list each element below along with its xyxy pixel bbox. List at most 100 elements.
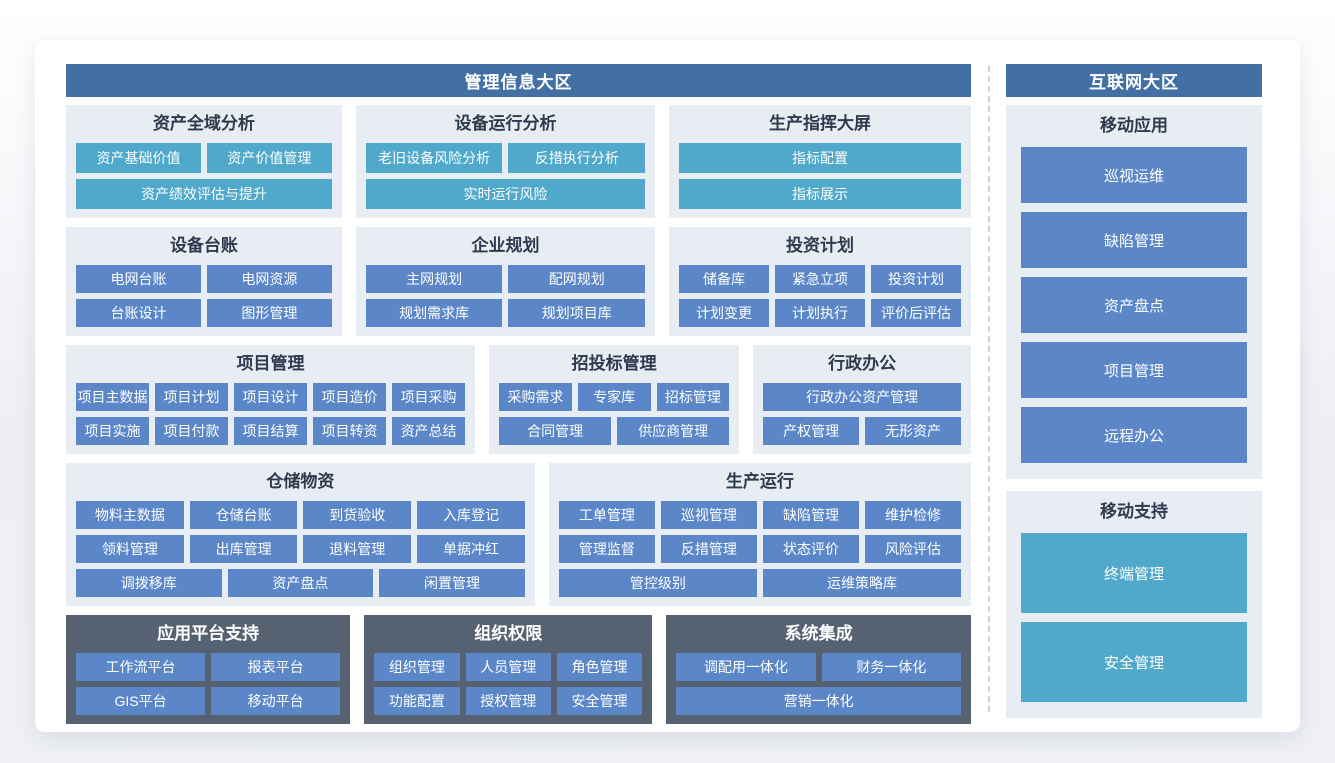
module-button[interactable]: 角色管理 — [556, 653, 643, 681]
module-button[interactable]: 管理监督 — [558, 535, 655, 563]
module-button[interactable]: 调拨移库 — [76, 569, 222, 597]
module-section: 生产运行工单管理巡视管理缺陷管理维护检修管理监督反措管理状态评价风险评估管控级别… — [548, 463, 971, 606]
module-section: 仓储物资物料主数据仓储台账到货验收入库登记领料管理出库管理退料管理单据冲红调拨移… — [66, 463, 535, 606]
module-button[interactable]: 巡视运维 — [1021, 147, 1247, 203]
module-button[interactable]: 投资计划 — [871, 265, 961, 293]
section-title: 移动支持 — [1100, 502, 1168, 521]
module-row: 仓储物资物料主数据仓储台账到货验收入库登记领料管理出库管理退料管理单据冲红调拨移… — [66, 463, 971, 606]
module-button[interactable]: 电网台账 — [76, 265, 201, 293]
module-button[interactable]: 合同管理 — [499, 417, 612, 445]
module-button[interactable]: 物料主数据 — [76, 501, 184, 529]
module-button[interactable]: 实时运行风险 — [365, 179, 646, 209]
module-button[interactable]: 运维策略库 — [762, 569, 961, 597]
module-button[interactable]: 远程办公 — [1021, 407, 1247, 463]
module-button[interactable]: 组织管理 — [374, 653, 460, 681]
module-button[interactable]: 项目采购 — [392, 383, 466, 411]
module-button[interactable]: 图形管理 — [206, 299, 332, 327]
module-button[interactable]: 终端管理 — [1021, 533, 1247, 613]
module-button[interactable]: 财务一体化 — [821, 653, 962, 681]
module-button[interactable]: 评价后评估 — [871, 299, 961, 327]
module-button[interactable]: 规划项目库 — [508, 299, 646, 327]
module-button[interactable]: 台账设计 — [76, 299, 201, 327]
module-button[interactable]: 领料管理 — [76, 535, 184, 563]
module-button[interactable]: 专家库 — [577, 383, 651, 411]
module-button[interactable]: 单据冲红 — [417, 535, 525, 563]
module-button[interactable]: 资产盘点 — [227, 569, 374, 597]
architecture-card: 管理信息大区 资产全域分析资产基础价值资产价值管理资产绩效评估与提升设备运行分析… — [35, 40, 1300, 732]
module-button[interactable]: 产权管理 — [763, 417, 860, 445]
module-button[interactable]: 管控级别 — [558, 569, 757, 597]
module-button[interactable]: 入库登记 — [417, 501, 525, 529]
module-button[interactable]: 风险评估 — [864, 535, 962, 563]
module-button[interactable]: 安全管理 — [556, 687, 643, 715]
module-button[interactable]: GIS平台 — [76, 687, 206, 715]
module-button[interactable]: 反措执行分析 — [508, 143, 646, 173]
module-button[interactable]: 状态评价 — [762, 535, 859, 563]
button-row: 指标配置 — [679, 143, 961, 173]
module-button[interactable]: 人员管理 — [465, 653, 551, 681]
module-button[interactable]: 计划执行 — [775, 299, 866, 327]
module-button[interactable]: 指标展示 — [679, 179, 961, 209]
section-title: 应用平台支持 — [157, 624, 260, 643]
module-button[interactable]: 资产价值管理 — [206, 143, 332, 173]
button-row: 工单管理巡视管理缺陷管理维护检修 — [558, 501, 962, 529]
module-section: 企业规划主网规划配网规划规划需求库规划项目库 — [355, 227, 656, 336]
module-button[interactable]: 授权管理 — [465, 687, 551, 715]
module-button[interactable]: 招标管理 — [656, 383, 730, 411]
module-button[interactable]: 行政办公资产管理 — [763, 383, 961, 411]
module-button[interactable]: 工作流平台 — [76, 653, 206, 681]
module-button[interactable]: 项目计划 — [155, 383, 229, 411]
module-button[interactable]: 项目主数据 — [76, 383, 150, 411]
module-button[interactable]: 移动平台 — [211, 687, 341, 715]
module-button[interactable]: 仓储台账 — [189, 501, 298, 529]
module-button[interactable]: 维护检修 — [864, 501, 962, 529]
module-button[interactable]: 无形资产 — [865, 417, 961, 445]
module-button[interactable]: 项目设计 — [234, 383, 308, 411]
module-row: 设备台账电网台账电网资源台账设计图形管理企业规划主网规划配网规划规划需求库规划项… — [66, 227, 971, 336]
module-button[interactable]: 营销一体化 — [676, 687, 962, 715]
module-button[interactable]: 主网规划 — [365, 265, 503, 293]
module-button[interactable]: 储备库 — [679, 265, 770, 293]
module-button[interactable]: 资产绩效评估与提升 — [76, 179, 332, 209]
module-button[interactable]: 项目转资 — [313, 417, 387, 445]
module-button[interactable]: 供应商管理 — [617, 417, 730, 445]
module-button[interactable]: 资产盘点 — [1021, 277, 1247, 333]
module-button[interactable]: 采购需求 — [499, 383, 572, 411]
module-button[interactable]: 退料管理 — [303, 535, 412, 563]
button-row: 采购需求专家库招标管理 — [499, 383, 730, 411]
module-button[interactable]: 紧急立项 — [775, 265, 866, 293]
module-button[interactable]: 闲置管理 — [379, 569, 525, 597]
module-button[interactable]: 项目造价 — [313, 383, 387, 411]
section-title: 组织权限 — [474, 624, 543, 643]
module-button[interactable]: 出库管理 — [189, 535, 298, 563]
module-button[interactable]: 指标配置 — [679, 143, 961, 173]
module-button[interactable]: 项目付款 — [155, 417, 229, 445]
module-button[interactable]: 缺陷管理 — [1021, 212, 1247, 268]
module-button[interactable]: 工单管理 — [558, 501, 655, 529]
module-button[interactable]: 调配用一体化 — [676, 653, 816, 681]
module-button[interactable]: 项目实施 — [76, 417, 150, 445]
module-button[interactable]: 项目管理 — [1021, 342, 1247, 398]
module-button[interactable]: 报表平台 — [211, 653, 341, 681]
module-button[interactable]: 配网规划 — [508, 265, 646, 293]
module-button[interactable]: 功能配置 — [374, 687, 460, 715]
internet-zone-sections: 移动应用巡视运维缺陷管理资产盘点项目管理远程办公移动支持终端管理安全管理 — [1006, 105, 1262, 718]
module-button[interactable]: 资产基础价值 — [76, 143, 201, 173]
button-row: 调拨移库资产盘点闲置管理 — [76, 569, 525, 597]
module-button[interactable]: 缺陷管理 — [762, 501, 859, 529]
module-button[interactable]: 巡视管理 — [660, 501, 757, 529]
internet-zone-header: 互联网大区 — [1006, 64, 1262, 97]
section-title: 企业规划 — [471, 236, 540, 255]
module-button[interactable]: 安全管理 — [1021, 622, 1247, 702]
module-button[interactable]: 反措管理 — [660, 535, 757, 563]
management-zone: 管理信息大区 资产全域分析资产基础价值资产价值管理资产绩效评估与提升设备运行分析… — [66, 64, 972, 733]
module-button[interactable]: 资产总结 — [392, 417, 466, 445]
module-button[interactable]: 到货验收 — [303, 501, 412, 529]
module-button[interactable]: 老旧设备风险分析 — [365, 143, 503, 173]
section-title: 资产全域分析 — [152, 114, 255, 133]
section-title: 投资计划 — [786, 236, 855, 255]
module-button[interactable]: 规划需求库 — [365, 299, 503, 327]
module-button[interactable]: 电网资源 — [206, 265, 332, 293]
module-button[interactable]: 计划变更 — [679, 299, 770, 327]
module-button[interactable]: 项目结算 — [234, 417, 308, 445]
